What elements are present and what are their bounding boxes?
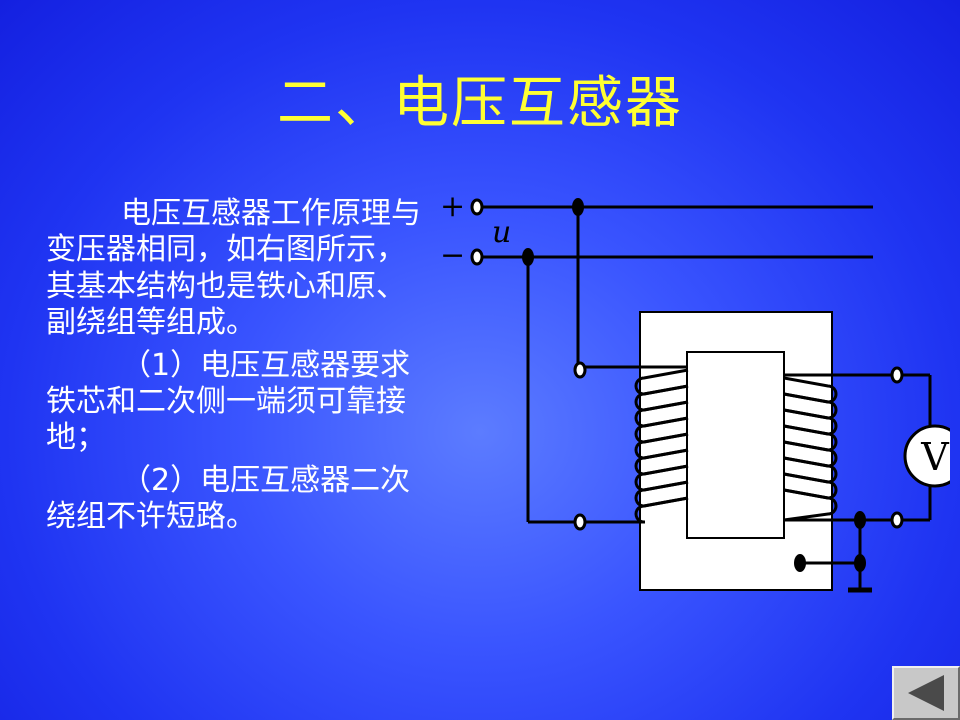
slide-title: 二、电压互感器 xyxy=(277,71,683,136)
triangle-left-icon xyxy=(908,675,944,711)
voltage-label: u xyxy=(492,215,511,250)
body-text: 电压互感器工作原理与变压器相同，如右图所示，其基本结构也是铁心和原、副绕组等组成… xyxy=(46,196,426,536)
voltmeter xyxy=(903,424,950,488)
paragraph-grounding: （1）电压互感器要求铁芯和二次侧一端须可靠接地； xyxy=(46,347,411,456)
voltmeter-label: V xyxy=(920,435,949,479)
voltage-transformer-diagram: V + − u xyxy=(440,189,950,593)
junction-dots xyxy=(522,198,866,572)
terminals xyxy=(470,198,904,531)
primary-winding xyxy=(634,368,689,524)
back-button[interactable] xyxy=(892,666,960,720)
minus-label: − xyxy=(440,238,465,273)
paragraph-no-short: （2）电压互感器二次绕组不许短路。 xyxy=(46,462,411,535)
paragraph-intro: 电压互感器工作原理与变压器相同，如右图所示，其基本结构也是铁心和原、副绕组等组成… xyxy=(46,196,421,341)
plus-label: + xyxy=(440,189,465,224)
secondary-winding xyxy=(783,376,838,522)
